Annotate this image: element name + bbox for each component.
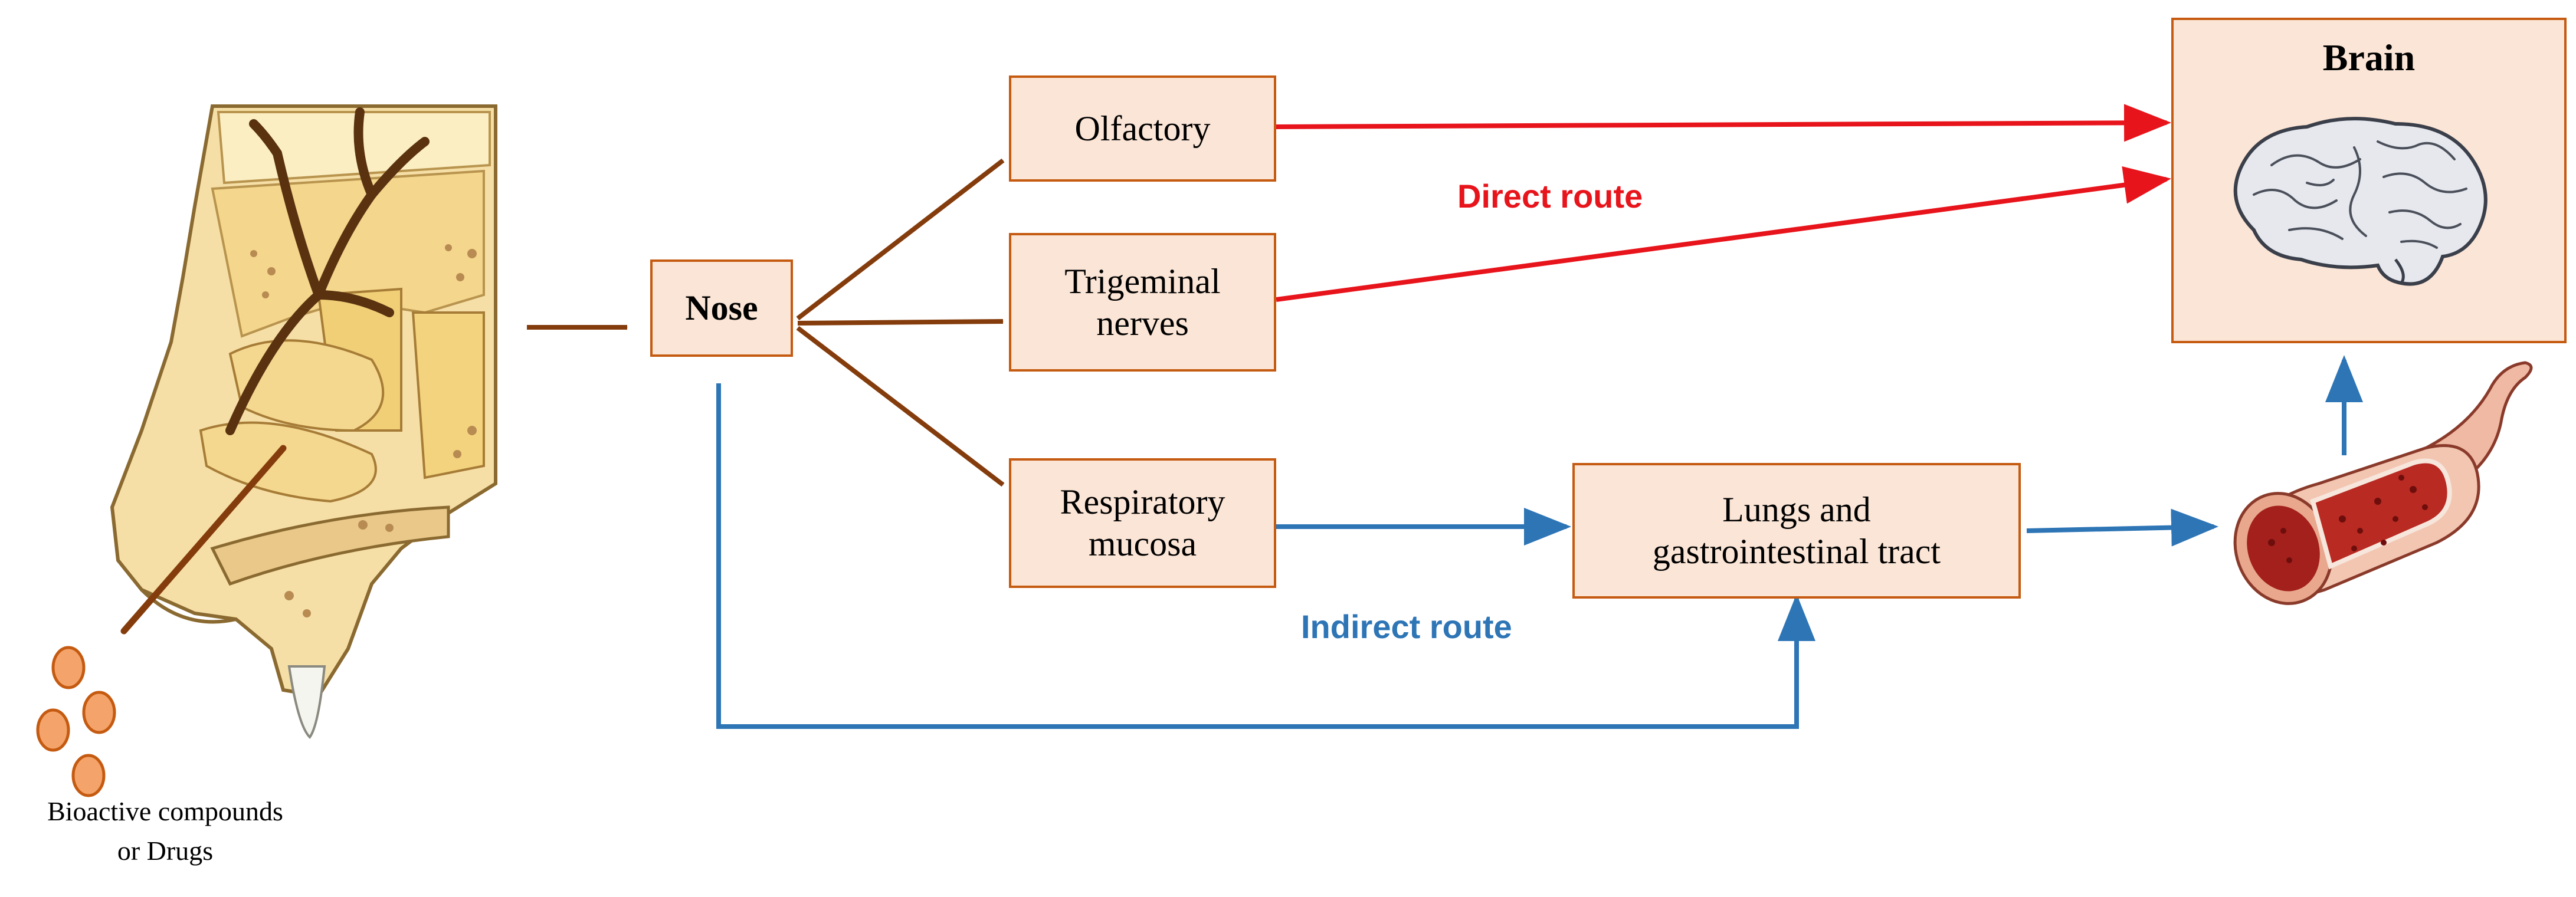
arrow-lungs-to-vessel <box>2026 508 2218 547</box>
blood-vessel-illustration <box>2233 361 2533 605</box>
olfactory-box: Olfactory <box>1009 75 1276 182</box>
arrow-nose-bypass-to-lungs <box>716 383 1815 729</box>
respiratory-label: Respiratory mucosa <box>1060 482 1225 563</box>
arrow-trigeminal-to-brain <box>1276 166 2171 302</box>
indirect-route-label: Indirect route <box>1301 608 1512 645</box>
olfactory-label: Olfactory <box>1074 109 1211 148</box>
arrow-particles-to-nasal <box>120 445 287 635</box>
arrow-olfactory-to-brain <box>1276 104 2171 142</box>
trigeminal-box: Trigeminal nerves <box>1009 233 1276 372</box>
arrow-nose-to-trigeminal <box>797 319 1004 326</box>
drug-particle-icons <box>36 646 116 797</box>
arrow-nose-to-respiratory <box>796 326 1005 487</box>
compounds-caption: Bioactive compounds or Drugs <box>47 796 283 866</box>
brain-label: Brain <box>2322 37 2416 78</box>
arrow-nose-to-olfactory <box>796 158 1005 321</box>
nose-label: Nose <box>685 288 758 328</box>
lungs-box: Lungs and gastrointestinal tract <box>1572 463 2021 599</box>
nose-box: Nose <box>650 259 793 357</box>
nasal-cavity-illustration <box>110 104 497 740</box>
trigeminal-label: Trigeminal nerves <box>1064 261 1221 343</box>
direct-route-label: Direct route <box>1457 178 1643 215</box>
lungs-label: Lungs and gastrointestinal tract <box>1652 490 1941 571</box>
brain-illustration <box>2233 117 2487 286</box>
respiratory-box: Respiratory mucosa <box>1009 458 1276 588</box>
